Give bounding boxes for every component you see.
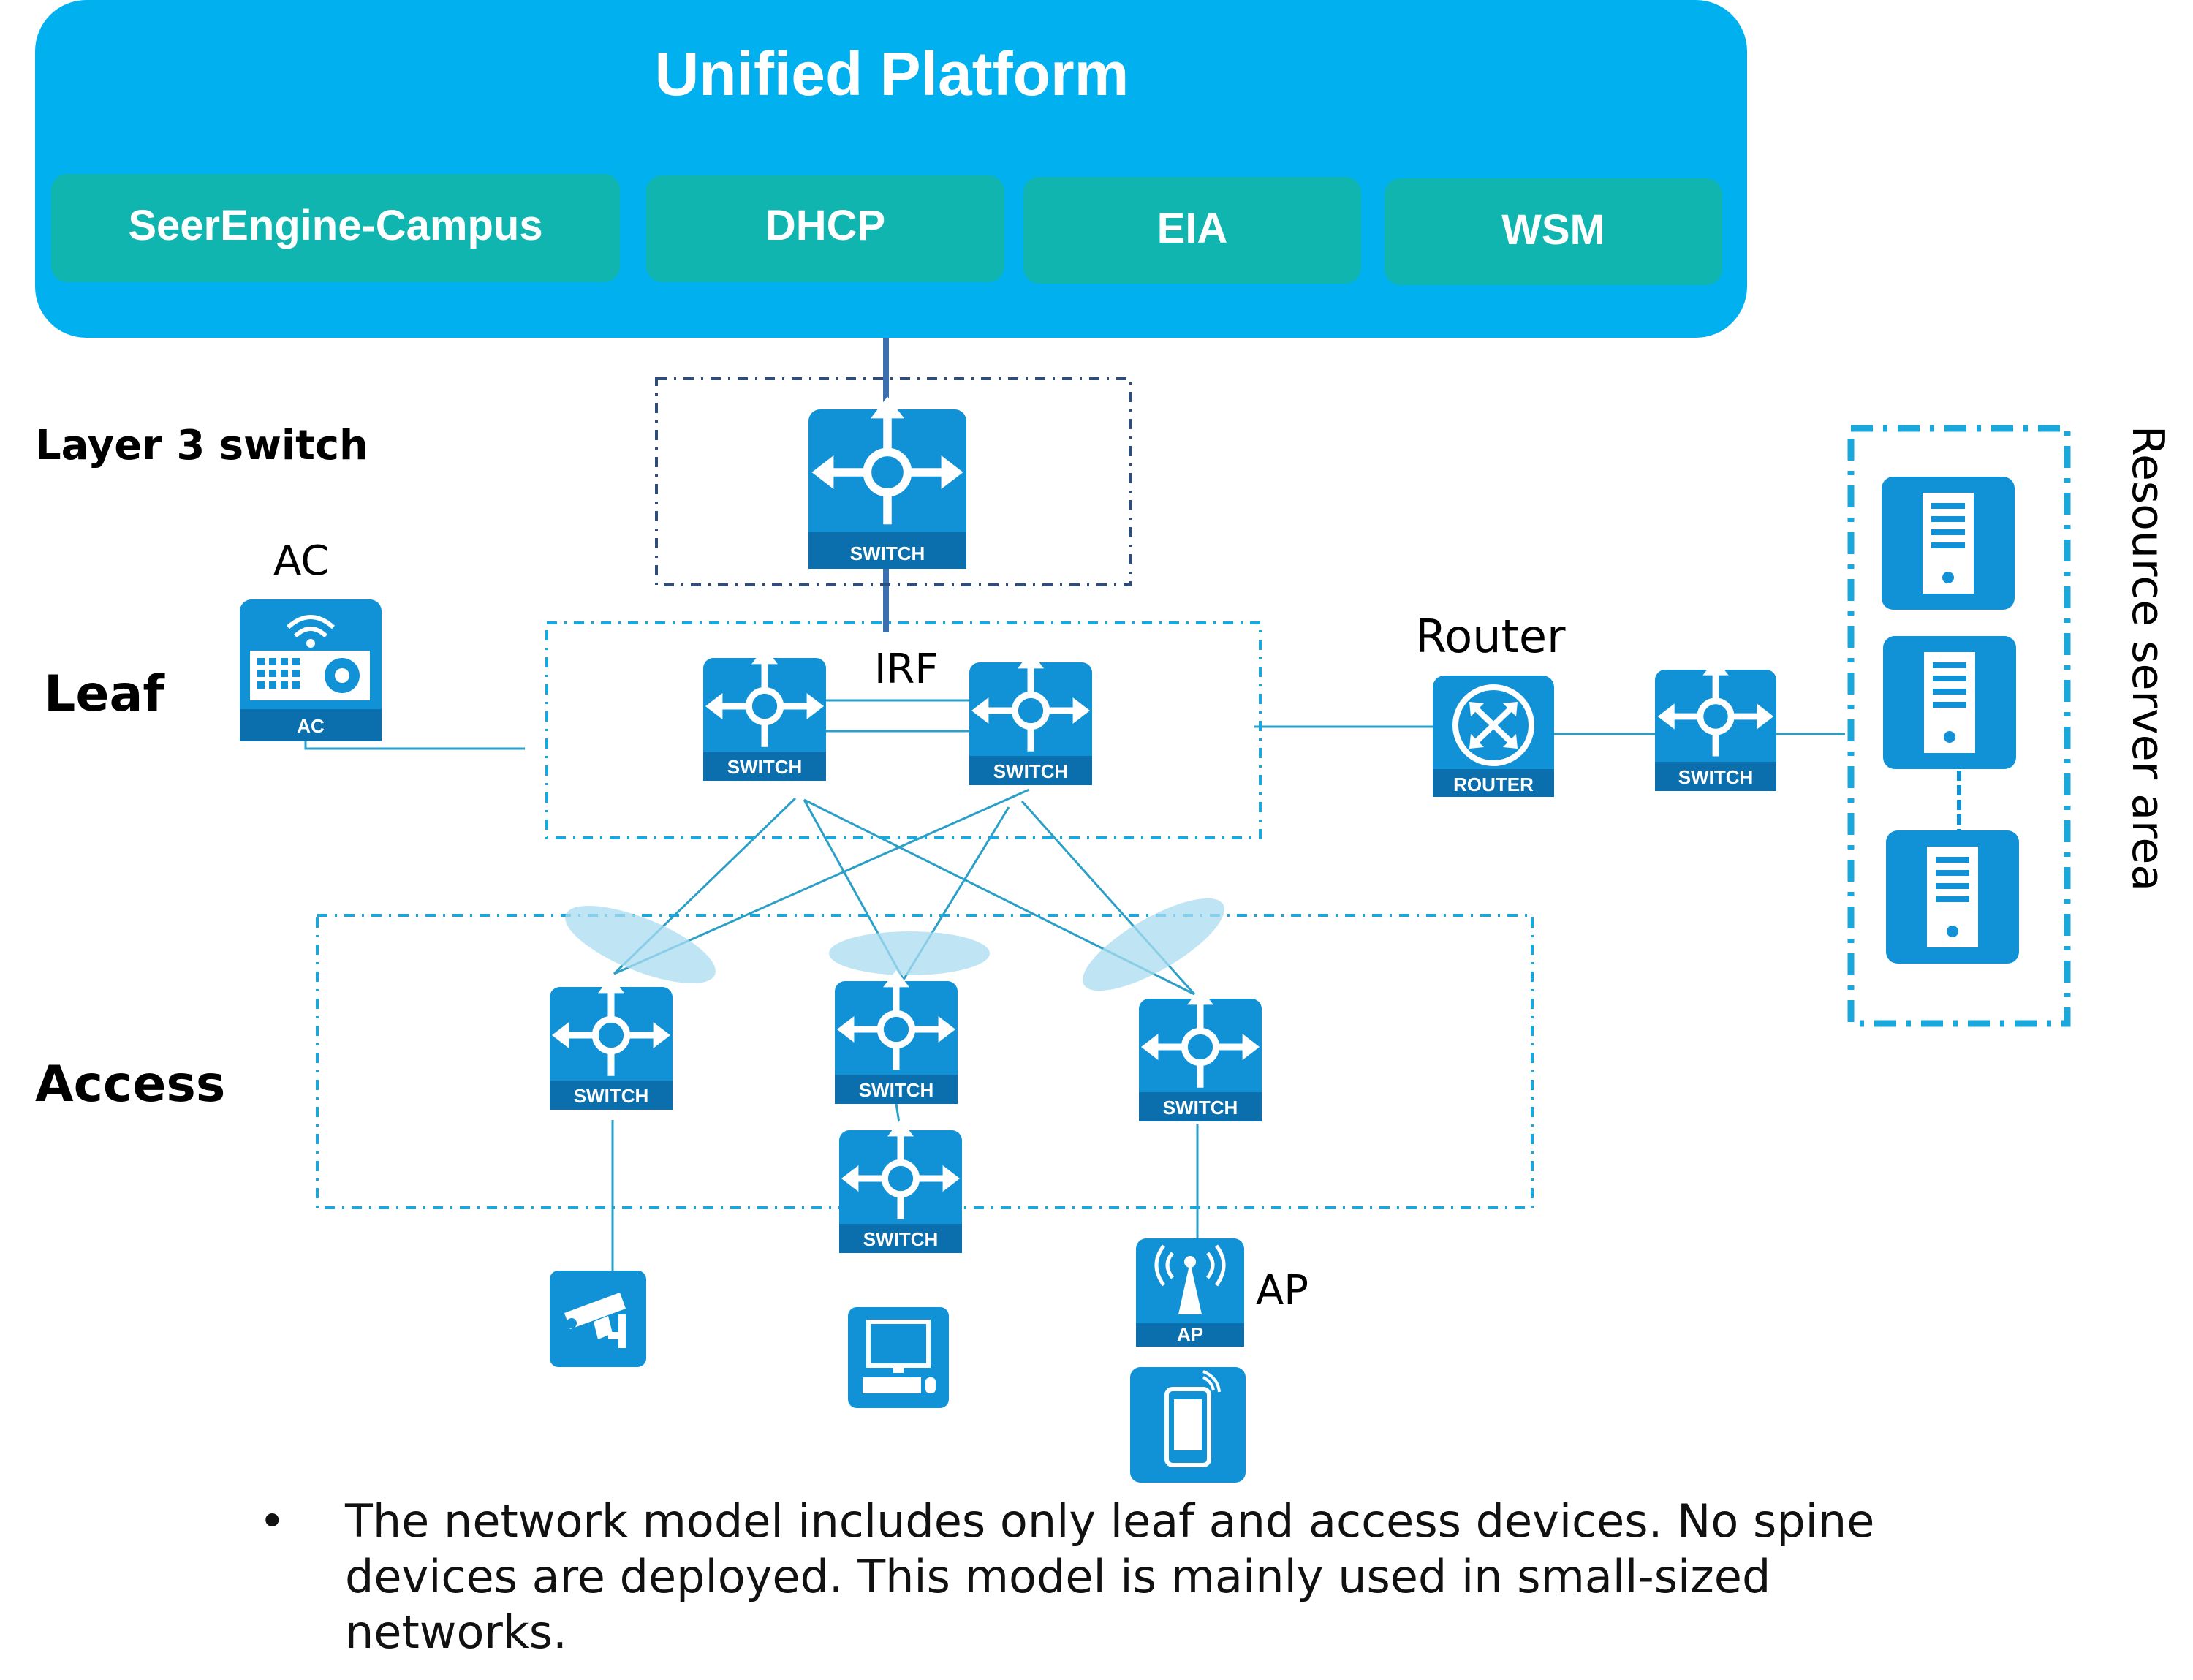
computer-icon (848, 1307, 949, 1408)
router-icon: ROUTER (1433, 676, 1554, 797)
l3-group-box (655, 377, 1132, 586)
server-icon (1886, 830, 2019, 964)
resource-area-label: Resource server area (2122, 425, 2173, 891)
note-line-2: devices are deployed. This model is main… (345, 1550, 1770, 1603)
leaf-group-box (545, 621, 1262, 839)
switch-label: SWITCH (1678, 766, 1754, 788)
switch-label: SWITCH (1163, 1097, 1238, 1119)
aggregation-ellipse (1083, 898, 1224, 991)
resource-group-box (1847, 425, 2071, 1027)
ac-label: AC (273, 537, 329, 585)
aggregation-ellipse (565, 905, 716, 984)
platform-title: Unified Platform (655, 39, 1129, 108)
ap-device-label: AP (1177, 1323, 1203, 1345)
server-icon (1883, 636, 2016, 769)
unified-platform: Unified Platform SeerEngine-Campus DHCP … (35, 0, 1747, 338)
note-bullet: • (259, 1494, 286, 1548)
note-line-3: networks. (345, 1605, 567, 1659)
server-icon (1882, 477, 2015, 610)
aggregation-ellipse (829, 931, 990, 975)
access-switch-icon: SWITCH (835, 970, 958, 1104)
leaf-label: Leaf (44, 665, 165, 723)
phone-icon (1130, 1367, 1246, 1483)
router-device-label: ROUTER (1453, 773, 1534, 795)
access-switch-icon: SWITCH (550, 976, 673, 1110)
switch-label: SWITCH (850, 542, 925, 564)
module-box-eia (1023, 177, 1361, 284)
cascade-switch-icon: SWITCH (839, 1119, 962, 1253)
switch-label: SWITCH (727, 756, 803, 778)
ac-device-label: AC (297, 715, 325, 737)
note-line-1: The network model includes only leaf and… (344, 1494, 1874, 1548)
leaf-switch-icon: SWITCH (969, 651, 1092, 785)
module-seerengine: SeerEngine-Campus (128, 202, 542, 249)
switch-label: SWITCH (863, 1228, 939, 1250)
module-wsm: WSM (1501, 206, 1605, 254)
layer3-label: Layer 3 switch (35, 422, 368, 469)
access-switch-icon: SWITCH (1139, 988, 1262, 1121)
ac-icon: AC (240, 599, 382, 741)
layer3-switch-icon: SWITCH (808, 397, 966, 569)
access-label: Access (35, 1056, 225, 1113)
irf-label: IRF (874, 646, 939, 693)
switch-label: SWITCH (574, 1085, 649, 1107)
server-switch-icon: SWITCH (1655, 659, 1776, 791)
module-box-dhcp (646, 175, 1004, 282)
module-box-seerengine (51, 174, 620, 282)
switch-label: SWITCH (993, 760, 1069, 782)
module-eia: EIA (1157, 205, 1228, 252)
module-box-wsm (1385, 178, 1722, 285)
links (304, 338, 1961, 1272)
leaf-switch-icon: SWITCH (703, 647, 826, 781)
module-dhcp: DHCP (765, 202, 885, 249)
router-label: Router (1415, 610, 1566, 663)
switch-label: SWITCH (859, 1079, 934, 1101)
ap-icon: AP (1136, 1238, 1244, 1347)
camera-icon (550, 1271, 646, 1367)
ap-label: AP (1256, 1267, 1308, 1314)
